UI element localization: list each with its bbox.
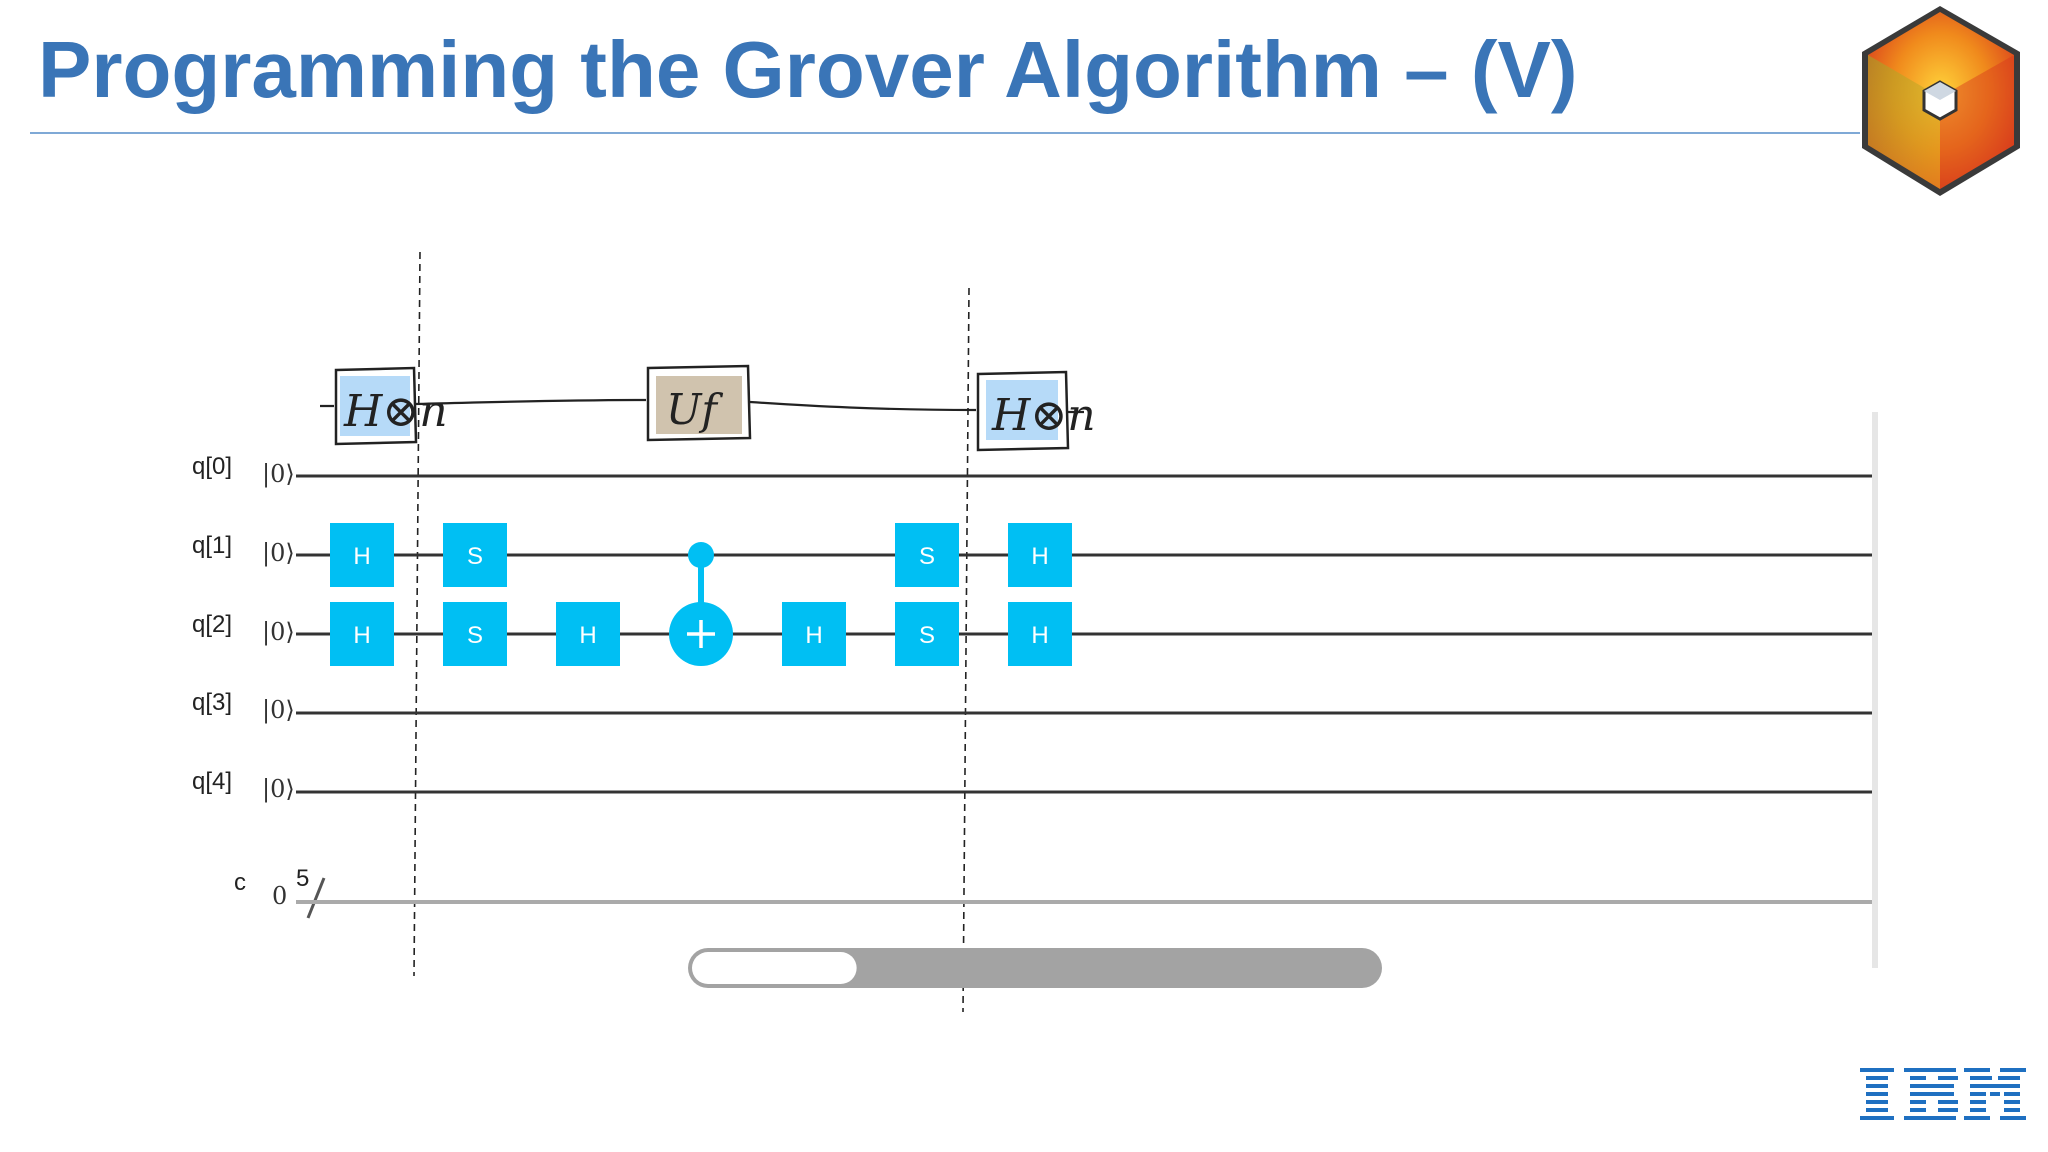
barrier-dashed-line-2 [962,287,970,1013]
gate-label: S [467,622,483,649]
slide-title: Programming the Grover Algorithm – (V) [38,25,1578,114]
gate-label: H [579,622,596,649]
gate-box[interactable] [895,523,959,587]
cnot-control-dot[interactable] [688,542,714,568]
gate-box[interactable] [1008,602,1072,666]
classical-register: c 0 5 [234,865,1872,919]
classical-register-slash [306,877,326,919]
gate-box[interactable] [895,602,959,666]
phase-s-gate[interactable]: S [895,523,959,587]
qubit-label: q[1] [192,532,232,559]
gate-box[interactable] [1008,523,1072,587]
classical-register-label: c [234,869,246,896]
gate-label: H [353,543,370,570]
phase-s-gate[interactable]: S [443,523,507,587]
gate-box[interactable] [443,602,507,666]
sketch-hadamard-n-box-right: H⊗n [976,370,1096,452]
classical-register-value: 0 [272,882,287,910]
qubit-initial-state: |0⟩ [262,775,295,804]
gate-box[interactable] [443,523,507,587]
qubit-initial-state: |0⟩ [262,539,295,568]
hadamard-gate[interactable]: H [556,602,620,666]
circuit-right-edge [1872,412,1878,968]
qubit-label: q[4] [192,768,232,795]
gate-label: S [919,543,935,570]
sketch-hadamard-text-right: H⊗n [991,390,1096,441]
qubit-initial-state: |0⟩ [262,696,295,725]
sketch-hadamard-n-box-left: H⊗n [334,366,448,446]
qubit-label: q[0] [192,453,232,480]
gate-box[interactable] [330,523,394,587]
qubit-label: q[2] [192,611,232,638]
gate-box[interactable] [782,602,846,666]
qubit-row-1: q[1] |0⟩ [192,532,1872,568]
gate-label: H [353,622,370,649]
sketch-wire [320,398,1084,414]
cnot-plus-icon [687,620,715,648]
gate-label: H [1031,543,1048,570]
sketch-hadamard-text-left: H⊗n [343,386,448,437]
title-divider [30,132,1860,134]
gate-label: S [467,543,483,570]
cnot-gate[interactable] [669,542,733,666]
ibm-logo [1860,1068,2026,1120]
sketch-oracle-text: Uf [666,385,723,434]
gate-label: H [1031,622,1048,649]
hadamard-gate[interactable]: H [330,602,394,666]
phase-s-gate[interactable]: S [443,602,507,666]
circuit-scrollbar[interactable] [688,948,1382,988]
gate-box[interactable] [556,602,620,666]
scrollbar-track[interactable] [688,948,1382,988]
gate-label: S [919,622,935,649]
scrollbar-thumb[interactable] [692,952,857,984]
sketch-oracle-box: Uf [646,364,752,442]
qubit-row-0: q[0] |0⟩ [192,453,1872,489]
qubit-label: q[3] [192,689,232,716]
gate-box[interactable] [330,602,394,666]
hadamard-gate[interactable]: H [1008,523,1072,587]
gate-label: H [805,622,822,649]
phase-s-gate[interactable]: S [895,602,959,666]
qiskit-cube-icon [1862,6,2020,196]
qubit-initial-state: |0⟩ [262,618,295,647]
classical-register-width: 5 [296,865,309,892]
gates-layer: H H S S H H S S H H [330,523,1072,666]
barrier-dashed-line-1 [413,251,421,977]
qubit-row-4: q[4] |0⟩ [192,768,1872,804]
hadamard-gate[interactable]: H [1008,602,1072,666]
hadamard-gate[interactable]: H [782,602,846,666]
qubit-row-3: q[3] |0⟩ [192,689,1872,725]
hadamard-gate[interactable]: H [330,523,394,587]
qubit-initial-state: |0⟩ [262,460,295,489]
